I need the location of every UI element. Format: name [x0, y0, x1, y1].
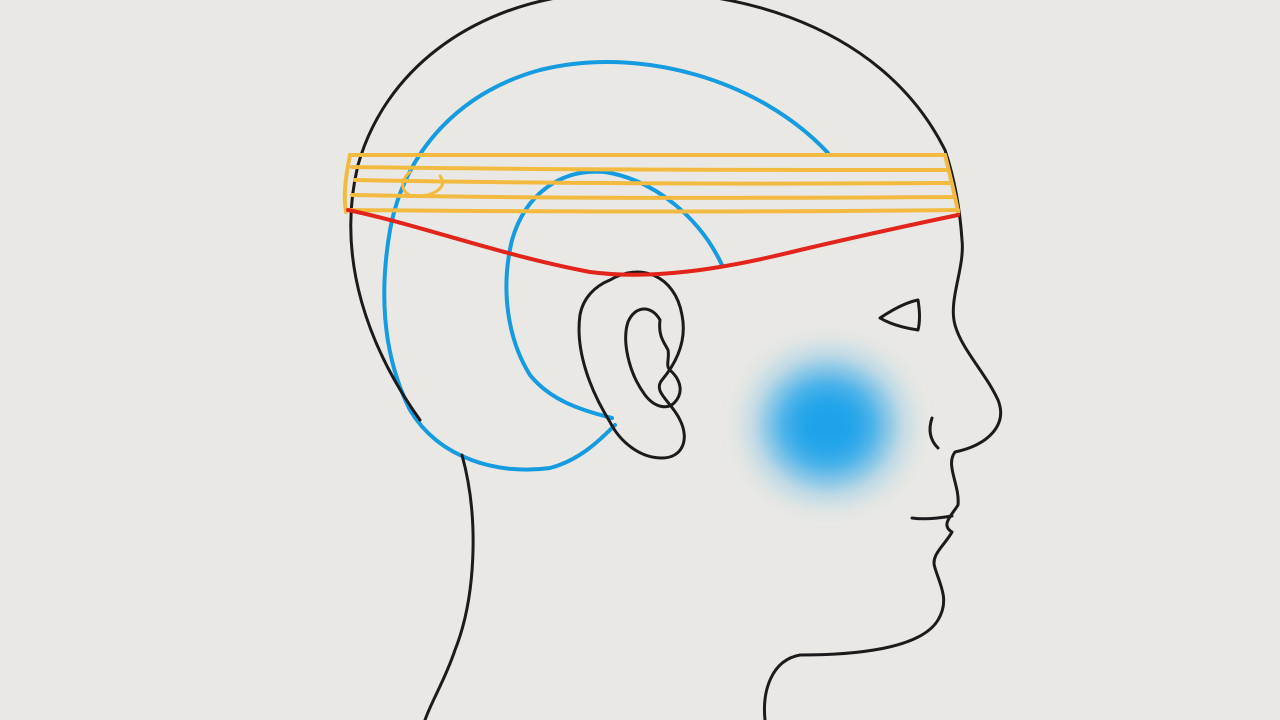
band-right-edge	[943, 153, 960, 214]
pain-glow-spot	[766, 367, 890, 483]
band-stroke-4	[350, 193, 957, 200]
mouth-line	[910, 514, 954, 521]
eye-shape	[878, 298, 921, 332]
ear-inner-fold	[624, 307, 682, 409]
red-line	[346, 208, 960, 277]
band-loop	[401, 170, 444, 198]
head-outline	[349, 0, 1003, 720]
neck-back-line	[423, 453, 475, 720]
band-stroke-2	[350, 165, 950, 172]
ear-outer	[577, 270, 686, 460]
outer-blue-contour	[382, 59, 830, 472]
band-left-edge	[342, 153, 352, 214]
inner-blue-contour	[504, 169, 724, 420]
nose-crease	[928, 416, 940, 450]
band-stroke-5	[344, 208, 960, 214]
